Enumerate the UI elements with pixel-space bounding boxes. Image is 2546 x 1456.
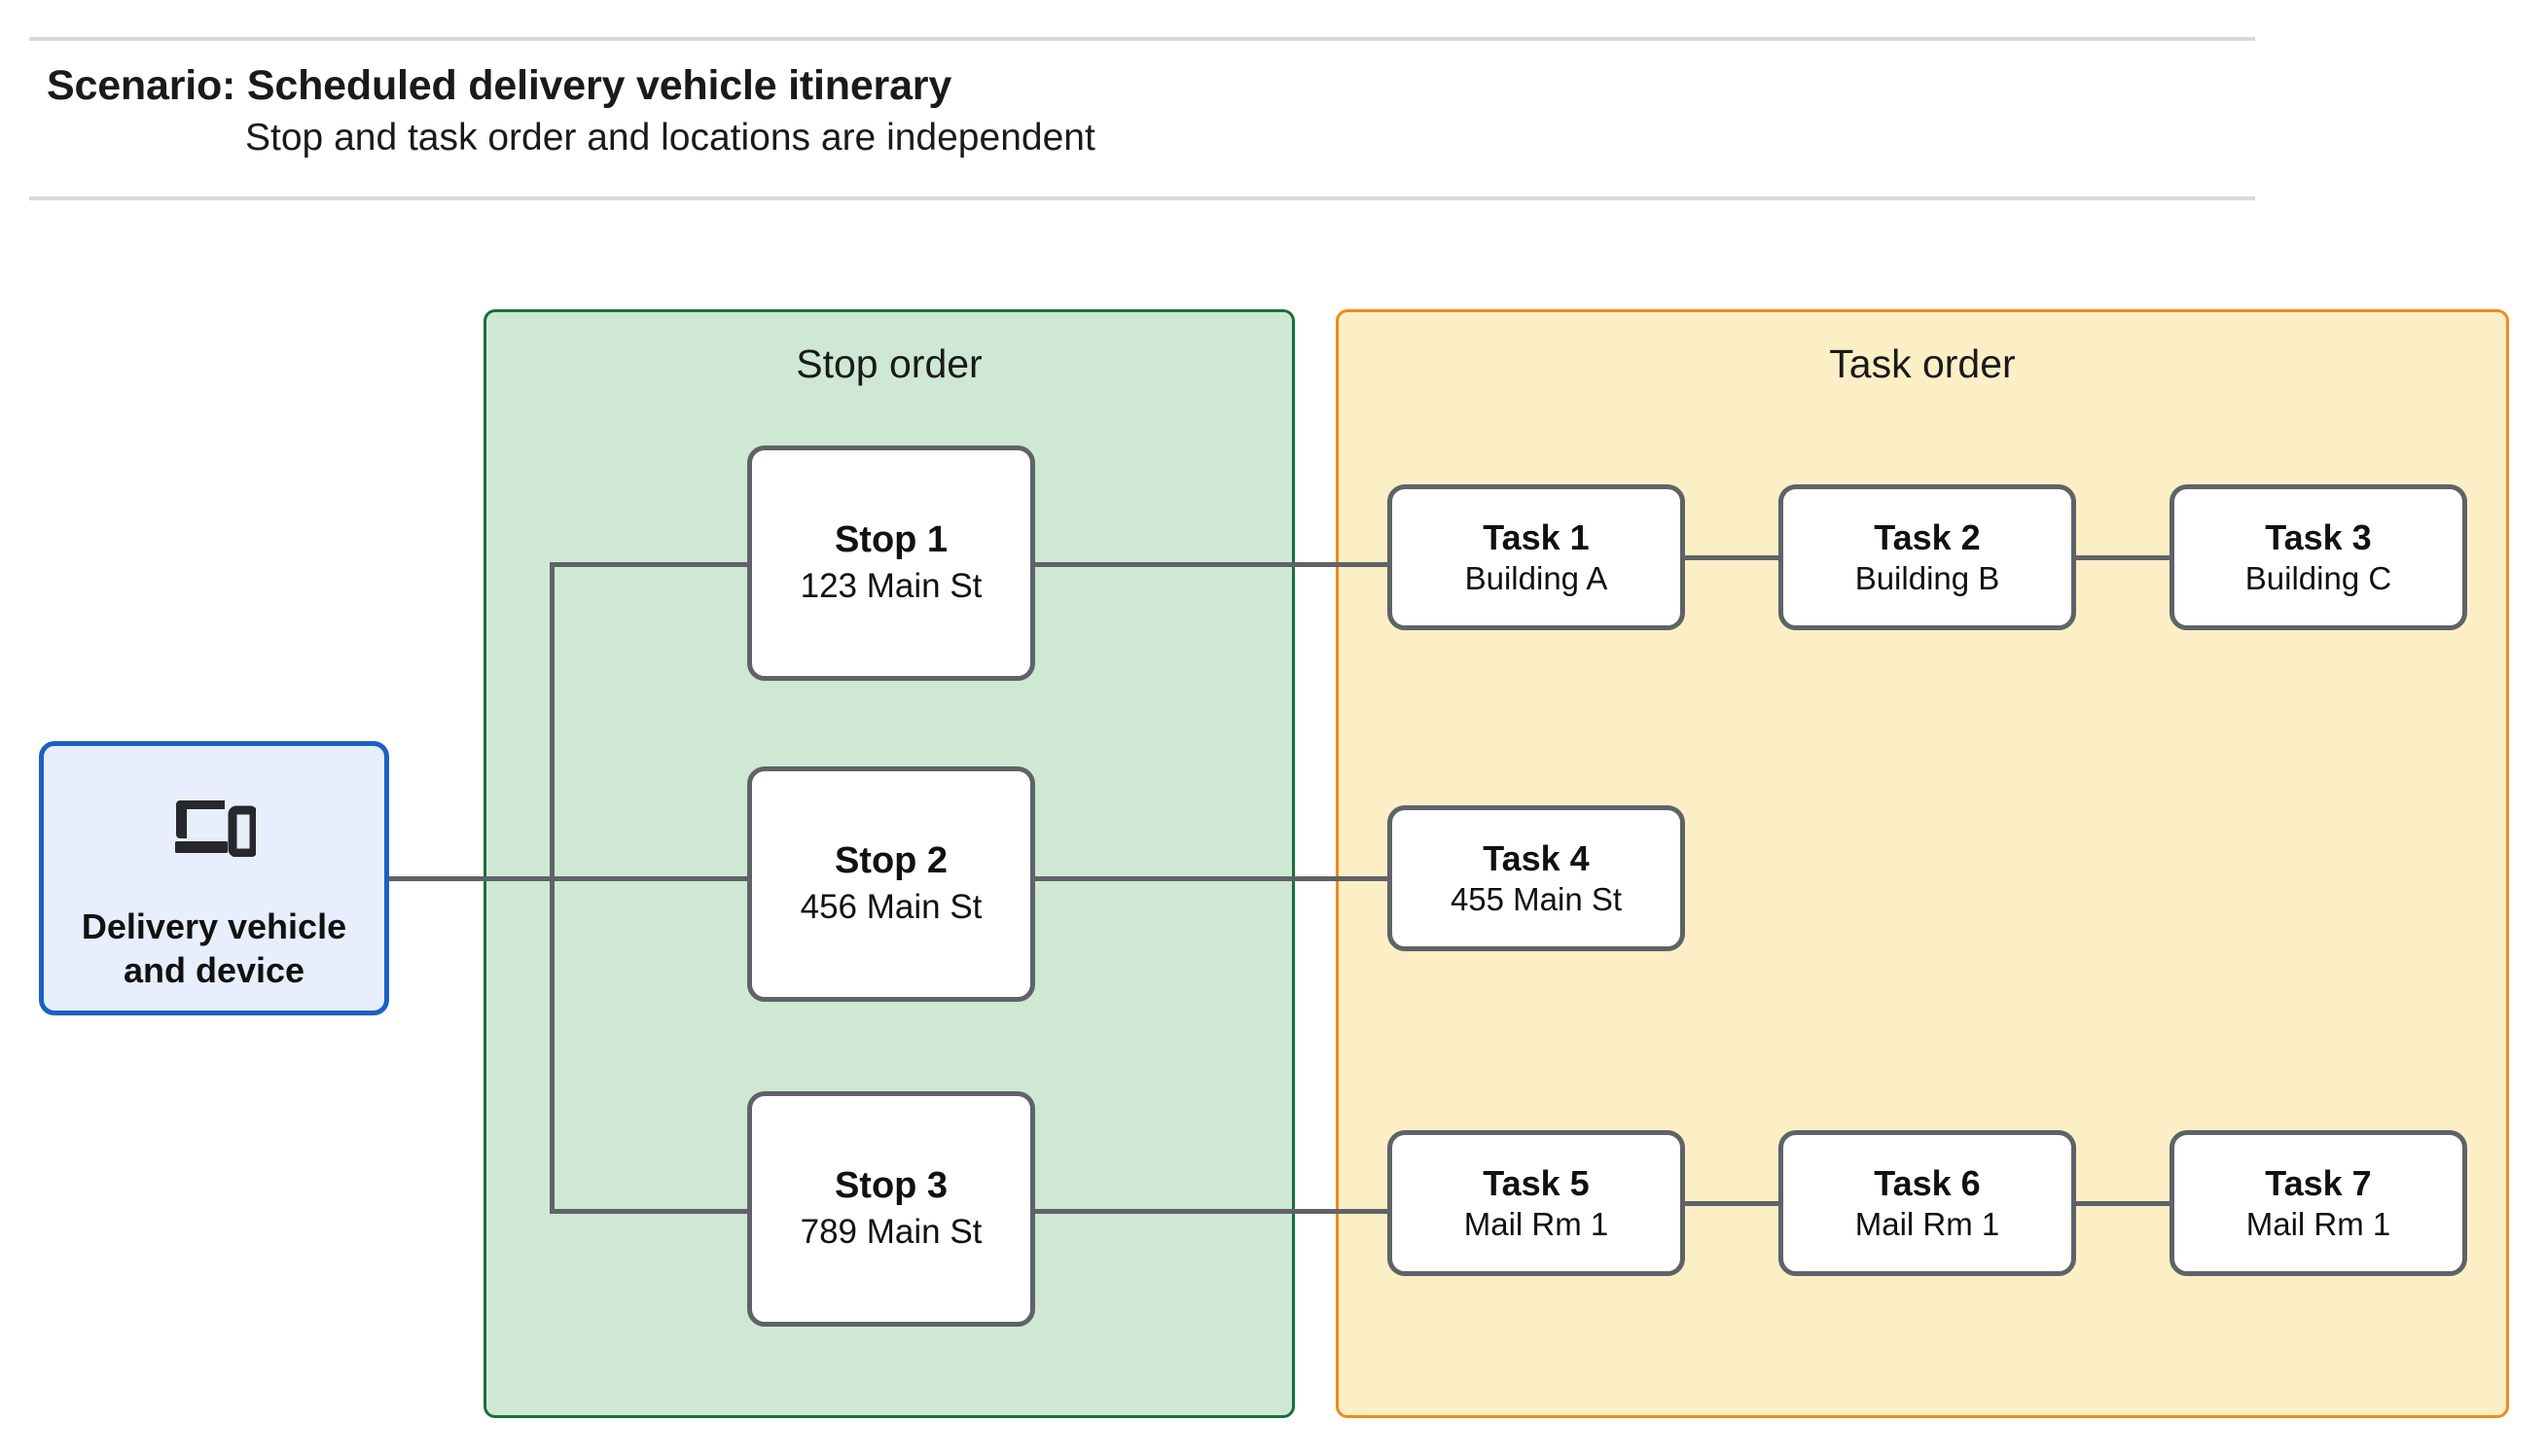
node-task-1-title: Task 1 — [1483, 516, 1590, 557]
node-task-6-location: Mail Rm 1 — [1854, 1205, 2000, 1242]
node-stop-2[interactable]: Stop 2 456 Main St — [747, 766, 1035, 1002]
connector-task-1-to-task-2 — [1681, 555, 1782, 560]
node-task-5[interactable]: Task 5 Mail Rm 1 — [1387, 1130, 1685, 1276]
node-task-6[interactable]: Task 6 Mail Rm 1 — [1778, 1130, 2076, 1276]
group-task-order-title: Task order — [1829, 341, 2016, 386]
connector-trunk-to-stop-3 — [550, 1209, 752, 1214]
node-task-3-location: Building C — [2244, 559, 2392, 596]
group-stop-order-title: Stop order — [796, 341, 983, 386]
node-task-2-title: Task 2 — [1874, 516, 1981, 557]
node-stop-3[interactable]: Stop 3 789 Main St — [747, 1091, 1035, 1327]
node-stop-1[interactable]: Stop 1 123 Main St — [747, 445, 1035, 681]
header-divider-top — [29, 37, 2255, 41]
node-stop-3-address: 789 Main St — [800, 1212, 983, 1251]
connector-stop-trunk — [550, 562, 555, 1214]
node-task-7-title: Task 7 — [2265, 1162, 2372, 1203]
node-task-3[interactable]: Task 3 Building C — [2169, 484, 2467, 630]
devices-icon — [172, 797, 259, 862]
node-task-6-title: Task 6 — [1874, 1162, 1981, 1203]
connector-stop-3-to-task-5 — [1031, 1209, 1391, 1214]
connector-vehicle-to-trunk — [387, 876, 555, 881]
connector-task-5-to-task-6 — [1681, 1201, 1782, 1206]
node-stop-2-address: 456 Main St — [800, 887, 983, 926]
connector-stop-1-to-task-1 — [1031, 562, 1391, 567]
node-stop-2-title: Stop 2 — [834, 840, 949, 882]
connector-trunk-to-stop-2 — [550, 876, 752, 881]
node-task-4-location: 455 Main St — [1450, 880, 1623, 917]
node-task-1-location: Building A — [1464, 559, 1608, 596]
connector-trunk-to-stop-1 — [550, 562, 752, 567]
page-title: Scenario: Scheduled delivery vehicle iti… — [47, 62, 952, 109]
node-task-5-title: Task 5 — [1483, 1162, 1590, 1203]
connector-task-6-to-task-7 — [2072, 1201, 2173, 1206]
node-task-7[interactable]: Task 7 Mail Rm 1 — [2169, 1130, 2467, 1276]
node-task-5-location: Mail Rm 1 — [1463, 1205, 1609, 1242]
node-delivery-vehicle-and-device[interactable]: Delivery vehicle and device — [39, 741, 389, 1015]
node-task-2-location: Building B — [1854, 559, 2000, 596]
header-divider-bottom — [29, 196, 2255, 200]
node-task-3-title: Task 3 — [2265, 516, 2372, 557]
node-delivery-vehicle-label-line1: Delivery vehicle — [81, 906, 347, 946]
connector-stop-2-to-task-4 — [1031, 876, 1391, 881]
node-task-4[interactable]: Task 4 455 Main St — [1387, 805, 1685, 951]
node-task-7-location: Mail Rm 1 — [2245, 1205, 2391, 1242]
node-task-2[interactable]: Task 2 Building B — [1778, 484, 2076, 630]
node-delivery-vehicle-label-line2: and device — [123, 950, 305, 990]
connector-task-2-to-task-3 — [2072, 555, 2173, 560]
page-subtitle: Stop and task order and locations are in… — [245, 117, 1095, 159]
node-stop-3-title: Stop 3 — [834, 1165, 949, 1207]
node-task-4-title: Task 4 — [1483, 837, 1590, 878]
node-stop-1-address: 123 Main St — [800, 566, 983, 605]
node-task-1[interactable]: Task 1 Building A — [1387, 484, 1685, 630]
node-stop-1-title: Stop 1 — [834, 519, 949, 561]
